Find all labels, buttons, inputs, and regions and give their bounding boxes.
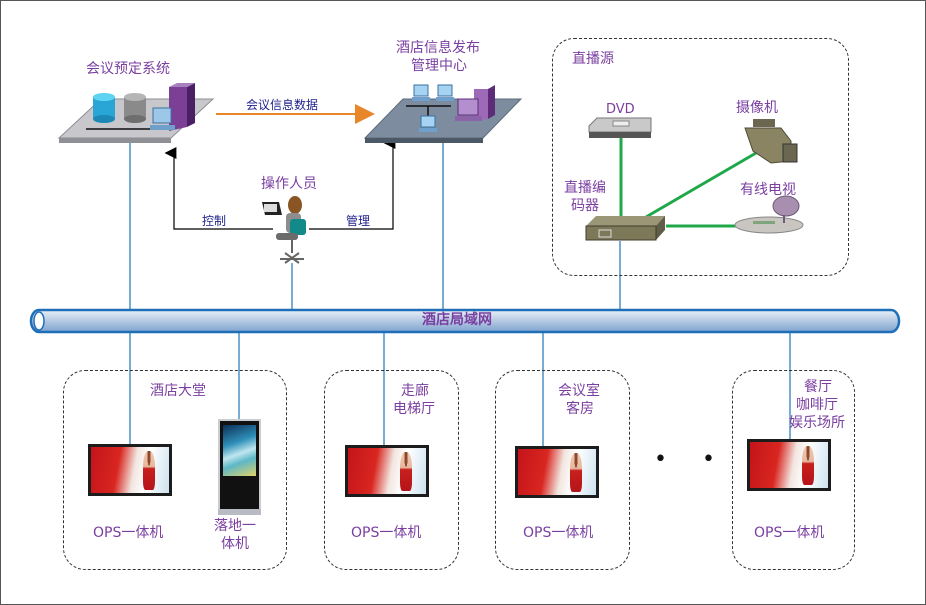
live-encoder-icon xyxy=(585,216,665,241)
workstation-icon xyxy=(419,115,437,132)
workstation-icon xyxy=(412,84,430,101)
dvd-label: DVD xyxy=(606,102,635,117)
encoder-label-line2: 码器 xyxy=(571,198,599,214)
ops-label-meeting: OPS一体机 xyxy=(523,525,594,541)
zone-lobby xyxy=(63,370,287,570)
manage-line xyxy=(309,137,396,230)
zone-dining xyxy=(732,370,855,570)
ops-display-corridor xyxy=(345,445,429,497)
ops-label-dining: OPS一体机 xyxy=(754,525,825,541)
zone-corridor-name-line2: 电梯厅 xyxy=(393,401,435,417)
server-icon xyxy=(169,83,195,131)
booking-system-label: 会议预定系统 xyxy=(86,61,170,77)
manage-edge-label: 管理 xyxy=(346,214,371,228)
zone-dining-name-line2: 咖啡厅 xyxy=(796,397,838,413)
publish-center-label-line2: 管理中心 xyxy=(411,58,467,74)
workstation-icon xyxy=(150,107,175,130)
ops-label-corridor: OPS一体机 xyxy=(351,525,422,541)
workstation-icon xyxy=(436,84,454,101)
meeting-data-edge-label: 会议信息数据 xyxy=(246,98,319,112)
live-source-label: 直播源 xyxy=(572,51,614,67)
zone-corridor-name-line1: 走廊 xyxy=(401,383,429,399)
kiosk-label-line2: 体机 xyxy=(221,536,249,552)
zone-corridor xyxy=(324,370,459,570)
live-source-group xyxy=(552,38,849,276)
floor-kiosk-lobby xyxy=(218,419,261,515)
cable-tv-label: 有线电视 xyxy=(740,182,796,198)
zone-dining-name-line3: 娱乐场所 xyxy=(789,415,845,431)
ops-display-dining xyxy=(747,439,831,491)
dvd-player-icon xyxy=(588,117,652,138)
zone-dining-name-line1: 餐厅 xyxy=(804,379,832,395)
ops-display-lobby xyxy=(88,444,172,496)
lan-pipe xyxy=(29,308,901,334)
link-camera-encoder xyxy=(645,151,757,219)
database-icon-blue xyxy=(93,93,115,123)
satellite-dish-icon xyxy=(734,195,804,234)
encoder-label-line1: 直播编 xyxy=(564,180,606,196)
camera-label: 摄像机 xyxy=(736,100,778,116)
control-line xyxy=(164,147,273,230)
kiosk-label-line1: 落地一 xyxy=(214,518,256,534)
more-zones-ellipsis: • • • xyxy=(654,447,777,472)
zone-meeting-room xyxy=(495,370,630,570)
zone-meeting-name-line2: 客房 xyxy=(566,401,594,417)
server-icon xyxy=(455,85,495,121)
database-icon-gray xyxy=(124,93,146,123)
operator-person-icon xyxy=(262,196,306,264)
booking-system-platform xyxy=(57,83,215,143)
zone-lobby-name: 酒店大堂 xyxy=(150,383,206,399)
ops-label-lobby: OPS一体机 xyxy=(93,525,164,541)
control-edge-label: 控制 xyxy=(202,214,227,228)
zone-meeting-name-line1: 会议室 xyxy=(558,383,600,399)
ops-display-meeting xyxy=(515,446,599,498)
publish-center-label-line1: 酒店信息发布 xyxy=(396,40,480,56)
lan-label: 酒店局域网 xyxy=(422,312,492,328)
publish-center-platform xyxy=(363,84,523,143)
operator-label: 操作人员 xyxy=(261,176,317,192)
video-camera-icon xyxy=(744,119,798,164)
